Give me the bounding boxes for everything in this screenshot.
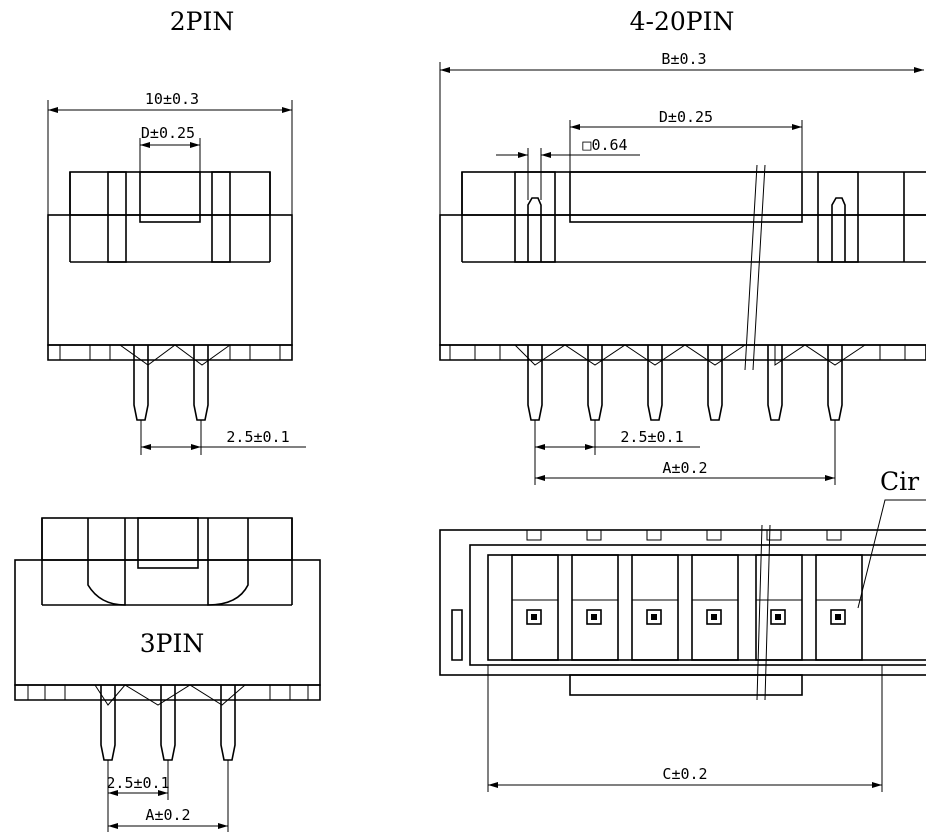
two-pin-overall-width-label: 10±0.3 (145, 90, 199, 108)
multi-pin-a-label: A±0.2 (662, 459, 707, 477)
multi-pin-view: 4-20PIN B±0.3 D±0.25 □0.64 (439, 7, 926, 485)
wall-slot (514, 171, 556, 263)
pin (827, 345, 843, 421)
contact-cell (511, 554, 559, 661)
pin-squares (526, 609, 846, 625)
contact-cell (755, 554, 803, 661)
housing-top (41, 517, 293, 561)
key-rib (831, 197, 846, 262)
pin-square-core (651, 614, 657, 620)
base-flange (47, 344, 293, 361)
pin-square (646, 609, 662, 625)
wall-slot (211, 171, 231, 263)
three-pin-pitch-label: 2.5±0.1 (106, 774, 169, 792)
pin (220, 685, 236, 761)
base-flange (14, 684, 321, 701)
two-pin-pitch-label: 2.5±0.1 (226, 428, 289, 446)
top-tabs (526, 530, 842, 541)
pin-square-core (531, 614, 537, 620)
base-chamfers (119, 344, 231, 366)
latch-window (137, 517, 199, 569)
three-pin-title: 3PIN (140, 629, 204, 658)
pin (527, 345, 543, 421)
multi-pin-d-label: D±0.25 (659, 108, 713, 126)
pin-square (830, 609, 846, 625)
latch-window (139, 171, 201, 223)
wall-slot (817, 171, 859, 263)
pin-square-core (835, 614, 841, 620)
contact-cell (691, 554, 739, 661)
housing-body (439, 214, 926, 346)
wall-slot (107, 171, 127, 263)
contact-cells (511, 554, 863, 661)
callout-leader (857, 499, 926, 609)
contact-cell (815, 554, 863, 661)
side-latch (451, 609, 463, 661)
two-pin-view: 2PIN 10±0.3 D±0.25 2.5±0.1 (47, 7, 306, 455)
break-lines (756, 524, 771, 701)
multi-pin-b-label: B±0.3 (661, 50, 706, 68)
two-pin-d-label: D±0.25 (141, 124, 195, 142)
latch-window (569, 171, 803, 223)
pin (100, 685, 116, 761)
pin-square (586, 609, 602, 625)
pin-square (770, 609, 786, 625)
base-details (449, 345, 906, 360)
pin-square-core (775, 614, 781, 620)
bottom-c-label: C±0.2 (662, 765, 707, 783)
pin-square-core (711, 614, 717, 620)
housing-top (461, 171, 926, 216)
three-pin-a-label: A±0.2 (145, 806, 190, 824)
housing-body (47, 214, 293, 346)
pin-square-core (591, 614, 597, 620)
base-details (27, 685, 309, 700)
housing-top (69, 171, 271, 216)
base-chamfers (94, 684, 246, 706)
bottom-callout-label: Cir (880, 467, 919, 496)
three-pin-view: 3PIN 2.5±0.1 A±0.2 (14, 517, 321, 832)
bottom-tab (569, 674, 803, 696)
bottom-view: Cir C±0.2 (439, 467, 926, 792)
contact-cell (631, 554, 679, 661)
pin (193, 345, 209, 421)
pin (647, 345, 663, 421)
wall-slot (87, 518, 126, 606)
bottom-cavity (487, 554, 926, 661)
bottom-inner (469, 544, 926, 666)
pin-square (526, 609, 542, 625)
multi-pin-title: 4-20PIN (630, 7, 735, 36)
base-chamfers (514, 344, 866, 366)
pin (707, 345, 723, 421)
housing-body (14, 559, 321, 686)
break-lines (744, 164, 766, 371)
wall-slot (207, 518, 249, 606)
multi-pin-pitch-label: 2.5±0.1 (620, 428, 683, 446)
base-details (59, 345, 281, 360)
bottom-outline (439, 529, 926, 676)
pin-square (706, 609, 722, 625)
pin (767, 345, 783, 421)
multi-pin-square-label: □0.64 (582, 136, 627, 154)
pin (587, 345, 603, 421)
two-pin-title: 2PIN (170, 7, 234, 36)
key-rib (527, 197, 542, 262)
contact-cell (571, 554, 619, 661)
base-flange (439, 344, 926, 361)
